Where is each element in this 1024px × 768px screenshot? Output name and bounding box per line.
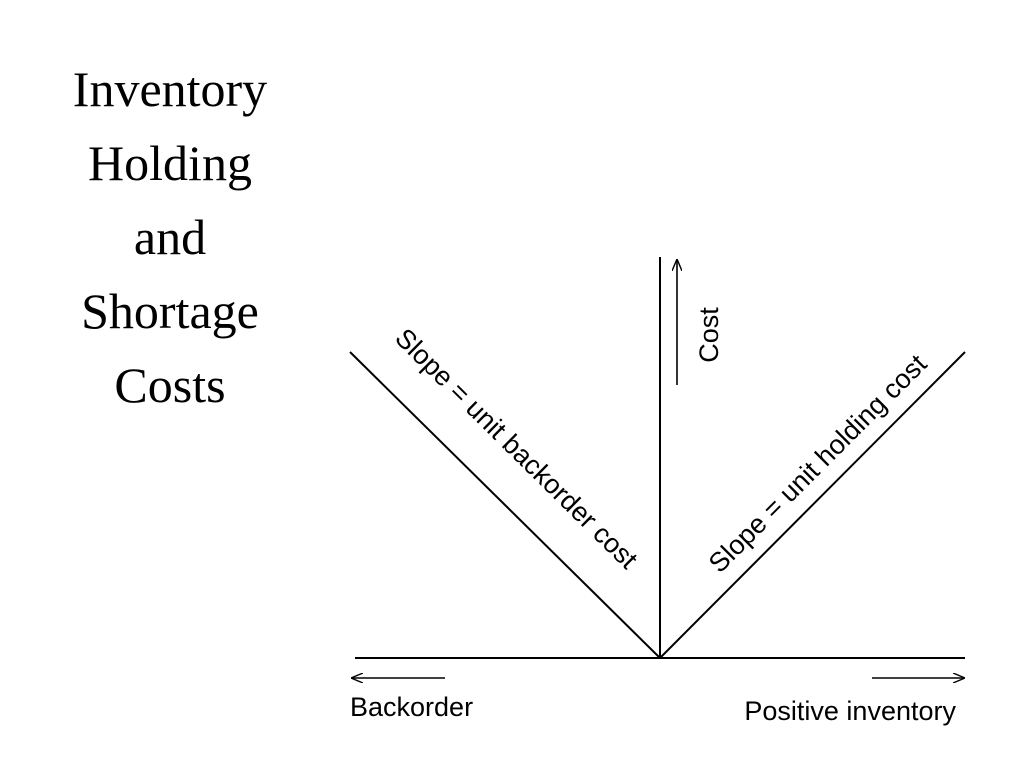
- cost-axis-label: Cost: [694, 307, 724, 363]
- title-line-5: Costs: [114, 357, 226, 413]
- backorder-cost-line: [349, 351, 661, 659]
- title-line-3: and: [133, 209, 207, 265]
- title-line-4: Shortage: [81, 283, 259, 339]
- backorder-slope-label: Slope = unit backorder cost: [389, 323, 644, 575]
- title-line-2: Holding: [88, 135, 252, 191]
- holding-cost-line: [659, 351, 966, 659]
- slide-title: Inventory Holding and Shortage Costs: [10, 52, 330, 422]
- title-line-1: Inventory: [72, 61, 268, 117]
- holding-slope-label: Slope = unit holding cost: [703, 348, 933, 578]
- backorder-axis-label: Backorder: [350, 692, 473, 722]
- positive-inventory-axis-label: Positive inventory: [744, 696, 956, 726]
